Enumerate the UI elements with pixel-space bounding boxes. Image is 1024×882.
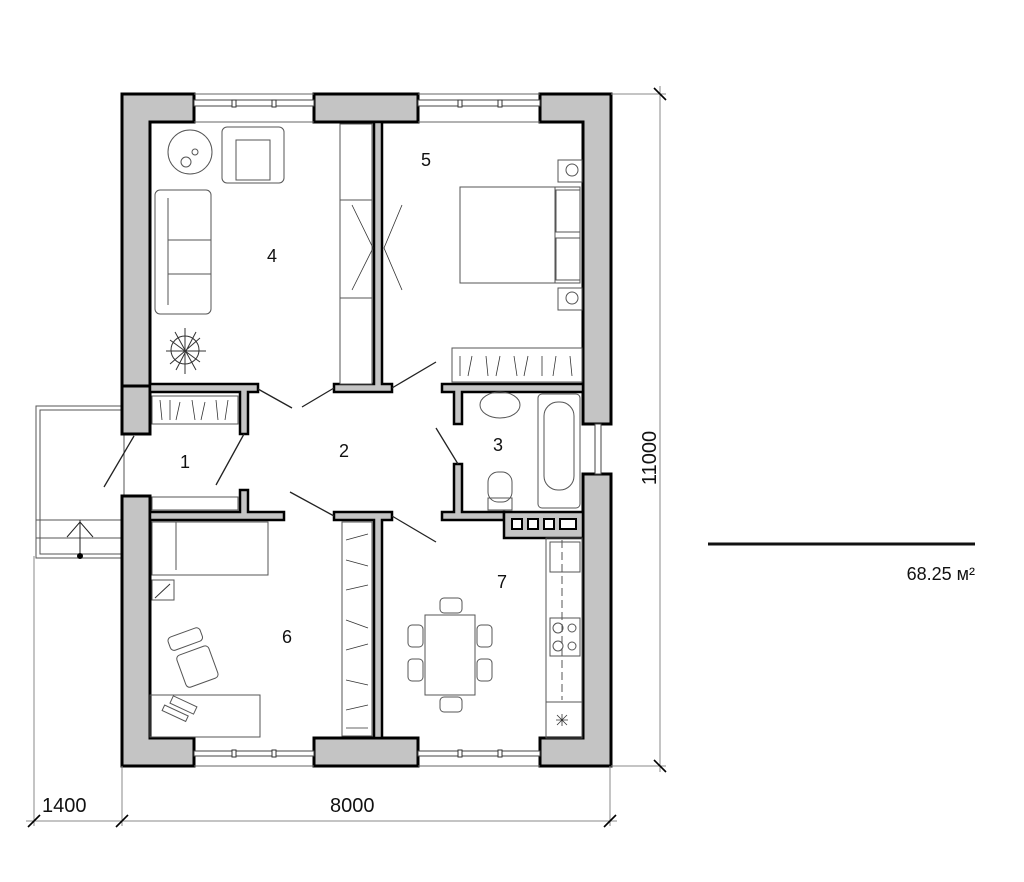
room-label-1: 1	[180, 452, 190, 472]
study-furniture	[149, 521, 269, 738]
windows	[193, 93, 602, 767]
room-label-5: 5	[421, 150, 431, 170]
dimension-lines: 1400 8000 11000	[26, 86, 667, 828]
bedroom-furniture	[459, 159, 583, 311]
interior-walls	[148, 120, 585, 740]
room-labels: 1 2 3 4 5 6 7	[180, 150, 507, 647]
room-label-2: 2	[339, 441, 349, 461]
doors	[103, 361, 459, 543]
dim-porch-width: 1400	[42, 795, 87, 817]
window-bedroom	[417, 93, 541, 123]
living-room-furniture	[154, 126, 285, 374]
room-label-7: 7	[497, 572, 507, 592]
window-living	[193, 93, 315, 123]
porch	[35, 405, 125, 559]
area-summary: 68.25 м²	[708, 542, 975, 584]
room-label-6: 6	[282, 627, 292, 647]
room-label-4: 4	[267, 246, 277, 266]
window-study	[193, 749, 315, 767]
bathroom-fixtures	[479, 391, 581, 511]
kitchen-furniture	[407, 537, 583, 739]
window-bathroom	[594, 423, 602, 475]
dim-house-width: 8000	[330, 795, 375, 817]
total-area: 68.25 м²	[907, 564, 975, 584]
window-kitchen	[417, 749, 541, 767]
dim-house-depth: 11000	[639, 431, 661, 485]
closets	[151, 123, 583, 737]
room-label-3: 3	[493, 435, 503, 455]
